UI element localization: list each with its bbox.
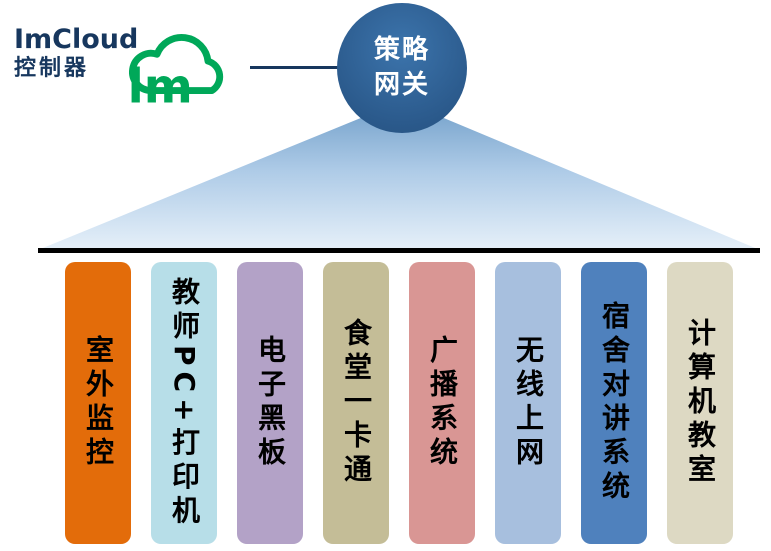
device-columns: 室外监控 教师PC+打印机 电子黑板 食堂一卡通 广播系统 无线上网 宿舍对讲系… — [38, 262, 760, 544]
gateway-label-line2: 网关 — [373, 70, 430, 100]
column-label: 教师PC+打印机 — [168, 276, 201, 530]
column-electronic-blackboard: 电子黑板 — [237, 262, 303, 544]
column-label: 广播系统 — [426, 335, 459, 471]
column-outdoor-surveillance: 室外监控 — [65, 262, 131, 544]
column-label: 计算机教室 — [684, 318, 717, 488]
brand-name: ImCloud — [14, 24, 139, 55]
cloud-to-gateway-line — [250, 66, 338, 69]
base-line — [38, 248, 760, 253]
cloud-outline — [129, 34, 224, 94]
column-label: 宿舍对讲系统 — [598, 301, 631, 505]
distribution-funnel — [38, 118, 760, 250]
logo-text: lm — [128, 59, 193, 114]
column-label: 室外监控 — [82, 335, 115, 471]
column-broadcast-system: 广播系统 — [409, 262, 475, 544]
column-teacher-pc-printer: 教师PC+打印机 — [151, 262, 217, 544]
policy-gateway-node: 策略 网关 — [337, 3, 467, 133]
column-label: 食堂一卡通 — [340, 318, 373, 488]
column-dorm-intercom-system: 宿舍对讲系统 — [581, 262, 647, 544]
gateway-label-line1: 策略 — [373, 34, 430, 65]
imcloud-cloud-icon: lm — [128, 34, 224, 114]
brand-block: ImCloud 控制器 — [14, 24, 138, 83]
column-label: 电子黑板 — [254, 335, 287, 471]
column-label: 无线上网 — [512, 335, 545, 471]
column-wireless-internet: 无线上网 — [495, 262, 561, 544]
brand-subtitle: 控制器 — [14, 56, 90, 82]
column-computer-classroom: 计算机教室 — [667, 262, 733, 544]
column-canteen-one-card: 食堂一卡通 — [323, 262, 389, 544]
